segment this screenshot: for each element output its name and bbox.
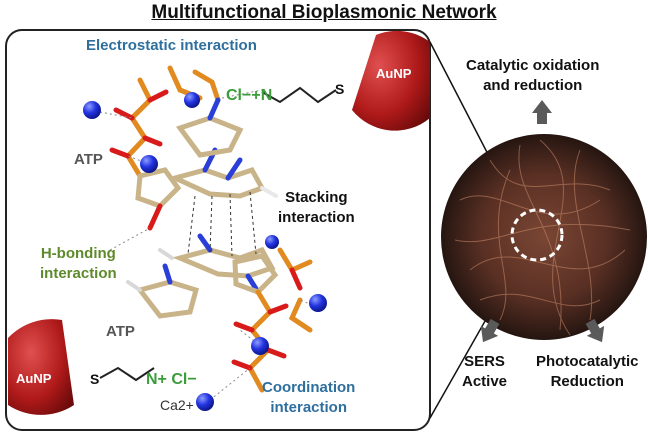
calcium-ion-label: Ca2+ <box>160 397 194 413</box>
aunp-top-shape <box>352 30 430 131</box>
atp-label-top: ATP <box>74 151 103 168</box>
ion-6 <box>251 337 269 355</box>
photocatalytic-label: Photocatalytic Reduction <box>536 353 639 390</box>
zoom-region <box>510 208 564 262</box>
electrostatic-interaction-label: Electrostatic interaction <box>86 37 257 54</box>
aunp-label-bottom: AuNP <box>16 371 52 386</box>
sulfur-label-top: S <box>335 81 345 97</box>
ammonium-chloride-label-bottom: N+ Cl− <box>146 371 197 388</box>
linker-top <box>261 86 337 104</box>
atp-label-bottom: ATP <box>106 323 135 340</box>
network-sphere <box>441 134 647 340</box>
sulfur-label-bottom: S <box>90 371 100 387</box>
arrow-up <box>532 100 552 124</box>
ion-5 <box>309 294 327 312</box>
aunp-bottom-shape <box>8 319 74 415</box>
molecular-panel <box>5 29 431 431</box>
ion-7 <box>196 393 214 411</box>
aunp-label-top: AuNP <box>376 66 412 81</box>
stacking-dash-lines <box>187 191 257 257</box>
ion-4 <box>265 235 279 249</box>
linker-bottom <box>99 366 155 382</box>
ion-3 <box>184 92 200 108</box>
ion-1 <box>83 101 101 119</box>
chloride-ammonium-label-top: Cl−+N <box>226 87 273 104</box>
network-fibers <box>454 139 631 336</box>
arrow-lower-right <box>585 318 605 343</box>
figure-title: Multifunctional Bioplasmonic Network <box>151 2 497 23</box>
sers-active-label: SERS Active <box>462 353 508 390</box>
catalytic-label: Catalytic oxidation and reduction <box>466 57 600 94</box>
stacking-interaction-label: Stacking interaction <box>278 189 355 226</box>
arrow-lower-left <box>480 318 500 343</box>
coordination-dash-lines <box>99 89 313 401</box>
hbonding-interaction-label: H-bonding interaction <box>40 245 117 282</box>
ion-2 <box>140 155 158 173</box>
coordination-interaction-label: Coordination interaction <box>262 379 356 416</box>
